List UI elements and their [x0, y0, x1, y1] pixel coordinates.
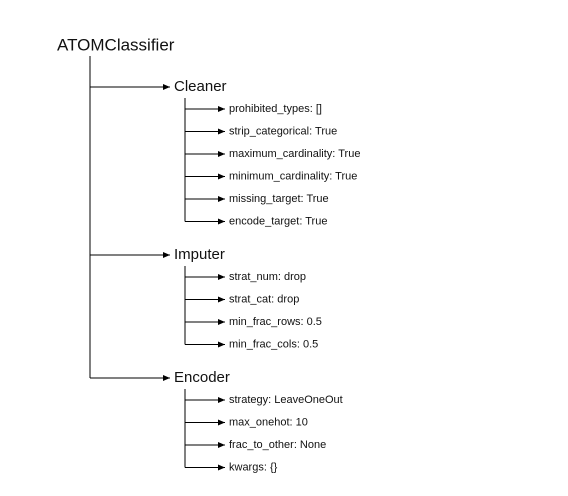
param-node-label: maximum_cardinality: True — [229, 148, 360, 160]
param-node-label: minimum_cardinality: True — [229, 170, 357, 182]
param-node-label: min_frac_cols: 0.5 — [229, 338, 318, 350]
param-node-label: frac_to_other: None — [229, 439, 326, 451]
param-node-label: kwargs: {} — [229, 461, 278, 473]
param-node-label: min_frac_rows: 0.5 — [229, 316, 322, 328]
step-node-label: Cleaner — [174, 78, 227, 95]
param-node-label: prohibited_types: [] — [229, 103, 322, 115]
param-node-label: encode_target: True — [229, 215, 327, 227]
connector-lines — [89, 56, 225, 471]
param-node-label: strip_categorical: True — [229, 125, 337, 137]
root-node-label: ATOMClassifier — [57, 35, 175, 54]
step-node-label: Encoder — [174, 369, 230, 386]
param-node-label: strategy: LeaveOneOut — [229, 394, 343, 406]
step-node-label: Imputer — [174, 246, 225, 263]
param-node-label: strat_cat: drop — [229, 293, 299, 305]
param-node-label: max_onehot: 10 — [229, 416, 308, 428]
param-node-label: strat_num: drop — [229, 271, 306, 283]
param-node-label: missing_target: True — [229, 193, 329, 205]
